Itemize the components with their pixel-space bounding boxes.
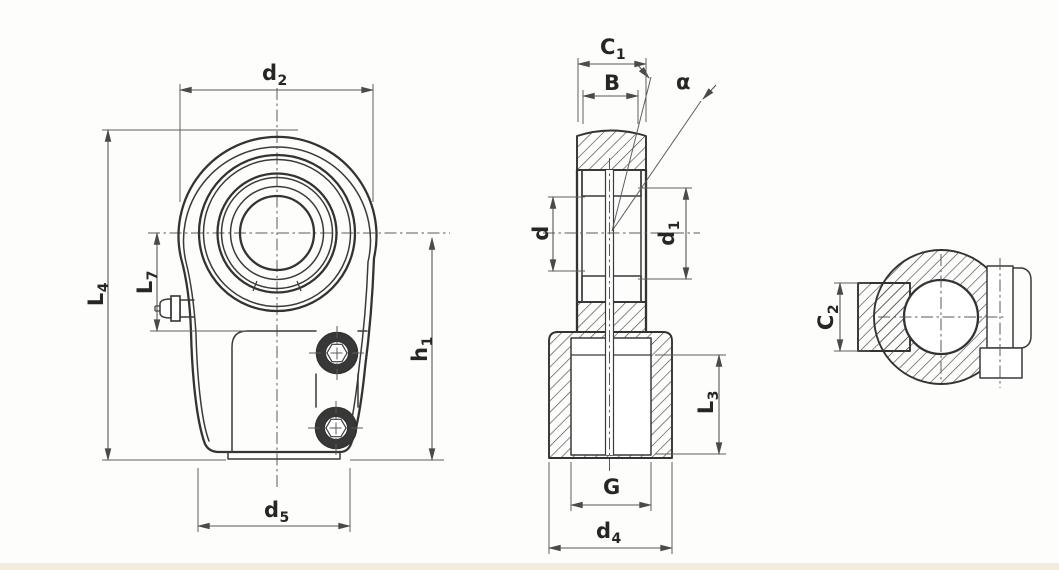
- grease-fitting-head: [159, 298, 172, 319]
- outer-race-inner-circle: [202, 158, 352, 308]
- bottom-band: [0, 563, 1059, 570]
- dim-label-L7: L7: [133, 270, 161, 294]
- dim-G: G: [569, 462, 653, 511]
- dim-label-L3: L3: [694, 390, 722, 414]
- dim-label-h1: h1: [408, 336, 436, 362]
- dim-d4: d4: [547, 462, 674, 554]
- outer-race-circle: [197, 153, 357, 313]
- dim-label-alpha: α: [676, 70, 691, 94]
- clamp-pocket: [231, 330, 317, 453]
- dim-label-d2: d2: [262, 61, 288, 89]
- grease-fitting-collar: [170, 295, 181, 322]
- dim-label-B: B: [604, 71, 621, 95]
- dim-label-C2: C2: [814, 304, 842, 330]
- lube-notch-left: [252, 280, 258, 292]
- dim-B: B: [581, 71, 640, 124]
- front-view: d2 L4 L7 h1 d5: [84, 61, 450, 532]
- dim-L4: L4: [84, 128, 298, 462]
- dim-label-d5: d5: [264, 498, 290, 526]
- clamp-screw-bottom: [308, 401, 364, 455]
- bearing-rings: [197, 153, 357, 313]
- dim-C2: C2: [814, 281, 870, 353]
- dim-d2: d2: [178, 61, 375, 202]
- dim-label-G: G: [603, 475, 621, 499]
- grease-fitting: [154, 295, 195, 322]
- dim-L7: L7: [133, 231, 247, 333]
- bore-circle: [238, 194, 316, 272]
- dim-L3: L3: [655, 353, 726, 456]
- dim-d: d: [529, 195, 585, 273]
- dim-label-d4: d4: [596, 519, 622, 547]
- top-view: C2: [814, 249, 1032, 388]
- clamp-screw-top: [309, 326, 365, 380]
- clamp-screw-head: [979, 347, 1023, 379]
- dim-label-d1: d1: [655, 220, 683, 246]
- lube-notch-right: [296, 280, 302, 292]
- grease-fitting-stem: [179, 299, 195, 318]
- sphere-circle: [216, 172, 338, 294]
- dim-d1: d1: [638, 186, 692, 281]
- inner-ring-circle: [229, 185, 325, 281]
- dim-label-L4: L4: [84, 282, 112, 306]
- rod-eye-outer-profile: [177, 135, 378, 454]
- dim-label-C1: C1: [600, 35, 626, 63]
- clamp-ear: [1011, 267, 1032, 349]
- dim-label-d: d: [529, 225, 553, 241]
- dim-d5: d5: [196, 468, 352, 532]
- dim-C1: C1: [576, 35, 648, 122]
- outer-ring-top-section: [576, 129, 647, 171]
- base-foot: [227, 451, 341, 460]
- dim-h1: h1: [350, 236, 444, 462]
- sphere-inner-circle: [220, 176, 334, 290]
- rod-eye-inner-profile: [182, 146, 372, 442]
- section-view: α C1 B d d1: [529, 35, 726, 554]
